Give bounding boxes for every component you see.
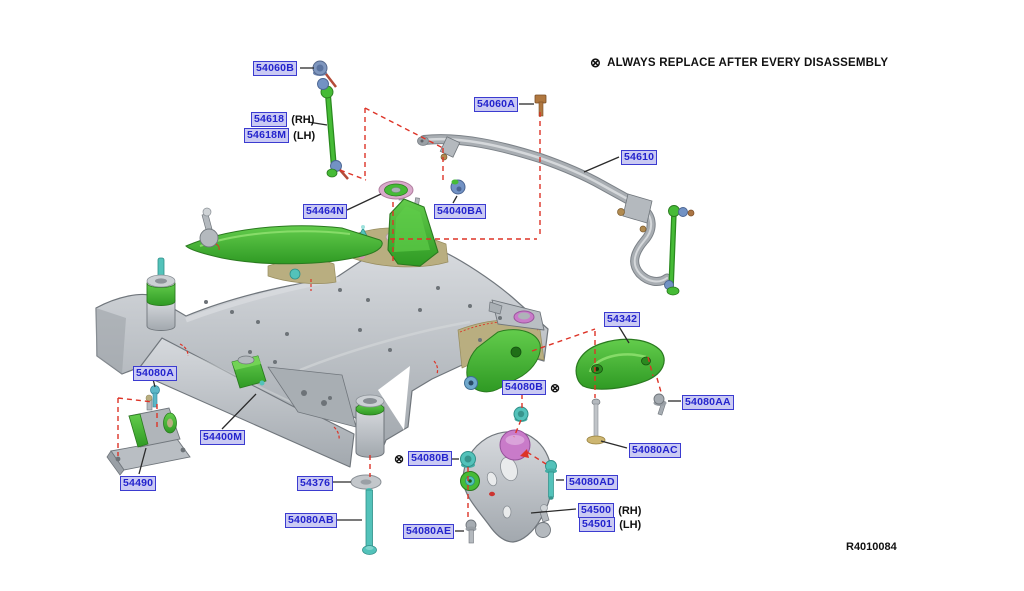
part-label-row-54500: 54500(RH)	[578, 503, 641, 518]
nut-54080b-right	[513, 406, 529, 422]
red-seam-marks	[179, 279, 439, 441]
part-label-row-54060a: 54060A	[474, 97, 518, 112]
upper-link-arm	[185, 207, 383, 265]
part-label-row-54342: 54342	[604, 312, 641, 327]
left-body-mount	[146, 257, 176, 331]
side-wing-bracket	[464, 329, 541, 393]
compression-arm	[575, 338, 665, 390]
right-body-mount	[488, 299, 545, 331]
part-label-suffix: (LH)	[293, 129, 316, 142]
part-link-54080aa[interactable]: 54080AA	[682, 395, 734, 410]
part-link-54080ac[interactable]: 54080AC	[629, 443, 681, 458]
bolt-54080ad	[545, 460, 557, 500]
replace-note-text: ALWAYS REPLACE AFTER EVERY DISASSEMBLY	[607, 56, 889, 69]
part-link-54060a[interactable]: 54060A	[474, 97, 518, 112]
part-link-54376[interactable]: 54376	[297, 476, 334, 491]
part-link-54618[interactable]: 54618	[251, 112, 288, 127]
part-label-row-54040ba: 54040BA	[434, 204, 486, 219]
part-label-row-54080a: 54080A	[133, 366, 177, 381]
part-link-54501[interactable]: 54501	[579, 517, 616, 532]
replace-symbol-icon: ⊗	[394, 451, 405, 466]
part-link-54618m[interactable]: 54618M	[244, 128, 290, 143]
washer-54464n	[378, 180, 414, 200]
tower-bracket	[387, 189, 439, 267]
part-link-54080b[interactable]: 54080B	[408, 451, 453, 466]
part-link-54500[interactable]: 54500	[578, 503, 615, 518]
bolt-54080ab	[362, 488, 377, 555]
bolt-54080ae	[465, 519, 477, 544]
part-label-row-54060b: 54060B	[253, 61, 297, 76]
subframe-highlight2	[299, 320, 471, 372]
stabilizer-link-left	[317, 78, 349, 180]
part-label-row-54376: 54376	[297, 476, 334, 491]
part-link-54464n[interactable]: 54464N	[303, 204, 347, 219]
diagram-ref-code: R4010084	[846, 541, 897, 553]
part-label-row-54080ad: 54080AD	[566, 475, 618, 490]
part-label-row-54610: 54610	[621, 150, 658, 165]
part-label-row-54080b: ⊗54080B	[394, 451, 453, 466]
stabilizer-bar	[417, 134, 672, 286]
bolt-54080aa	[653, 393, 667, 416]
nut-54080b-left	[460, 451, 476, 468]
bolt-54060a	[534, 94, 547, 117]
part-label-suffix: (RH)	[291, 113, 315, 126]
part-label-row-54400m: 54400M	[200, 430, 246, 445]
nut-54040ba	[450, 179, 466, 195]
part-label-row-54501: 54501(LH)	[579, 517, 641, 532]
part-link-54080ab[interactable]: 54080AB	[285, 513, 337, 528]
rail-bracket	[231, 355, 267, 389]
replace-symbol-icon: ⊗	[549, 380, 561, 395]
part-link-54080ae[interactable]: 54080AE	[403, 524, 455, 539]
part-label-row-54464n: 54464N	[303, 204, 347, 219]
part-label-row-54080b: 54080B⊗	[502, 380, 560, 395]
stabilizer-link-right	[664, 205, 695, 296]
part-label-row-54080ae: 54080AE	[403, 524, 455, 539]
replace-note: ⊗ ALWAYS REPLACE AFTER EVERY DISASSEMBLY	[590, 56, 888, 69]
washer-54376	[350, 474, 382, 490]
part-link-54080a[interactable]: 54080A	[133, 366, 177, 381]
part-label-suffix: (LH)	[619, 518, 642, 531]
lower-control-arm	[460, 429, 554, 543]
part-label-row-54080ac: 54080AC	[629, 443, 681, 458]
part-link-54080ad[interactable]: 54080AD	[566, 475, 618, 490]
bottom-body-mount	[355, 394, 385, 458]
part-label-row-54490: 54490	[120, 476, 157, 491]
part-label-row-54080ab: 54080AB	[285, 513, 337, 528]
bolt-54080ac	[586, 398, 606, 445]
part-link-54400m[interactable]: 54400M	[200, 430, 246, 445]
part-link-54080b[interactable]: 54080B	[502, 380, 546, 395]
callout-dashed-lines	[117, 107, 662, 518]
part-link-54610[interactable]: 54610	[621, 150, 658, 165]
replace-symbol-icon: ⊗	[590, 55, 602, 70]
part-link-54490[interactable]: 54490	[120, 476, 157, 491]
part-link-54040ba[interactable]: 54040BA	[434, 204, 486, 219]
part-label-suffix: (RH)	[618, 504, 642, 517]
subframe-corner-shade	[96, 308, 126, 374]
part-label-row-54618: 54618(RH)	[251, 112, 314, 127]
part-label-row-54080aa: 54080AA	[682, 395, 734, 410]
subframe-notch	[378, 366, 410, 430]
callout-arrowhead	[520, 449, 529, 458]
part-label-row-54618m: 54618M(LH)	[244, 128, 315, 143]
insulator-mount	[106, 394, 191, 476]
part-link-54342[interactable]: 54342	[604, 312, 641, 327]
part-link-54060b[interactable]: 54060B	[253, 61, 297, 76]
subframe-body	[95, 249, 549, 451]
